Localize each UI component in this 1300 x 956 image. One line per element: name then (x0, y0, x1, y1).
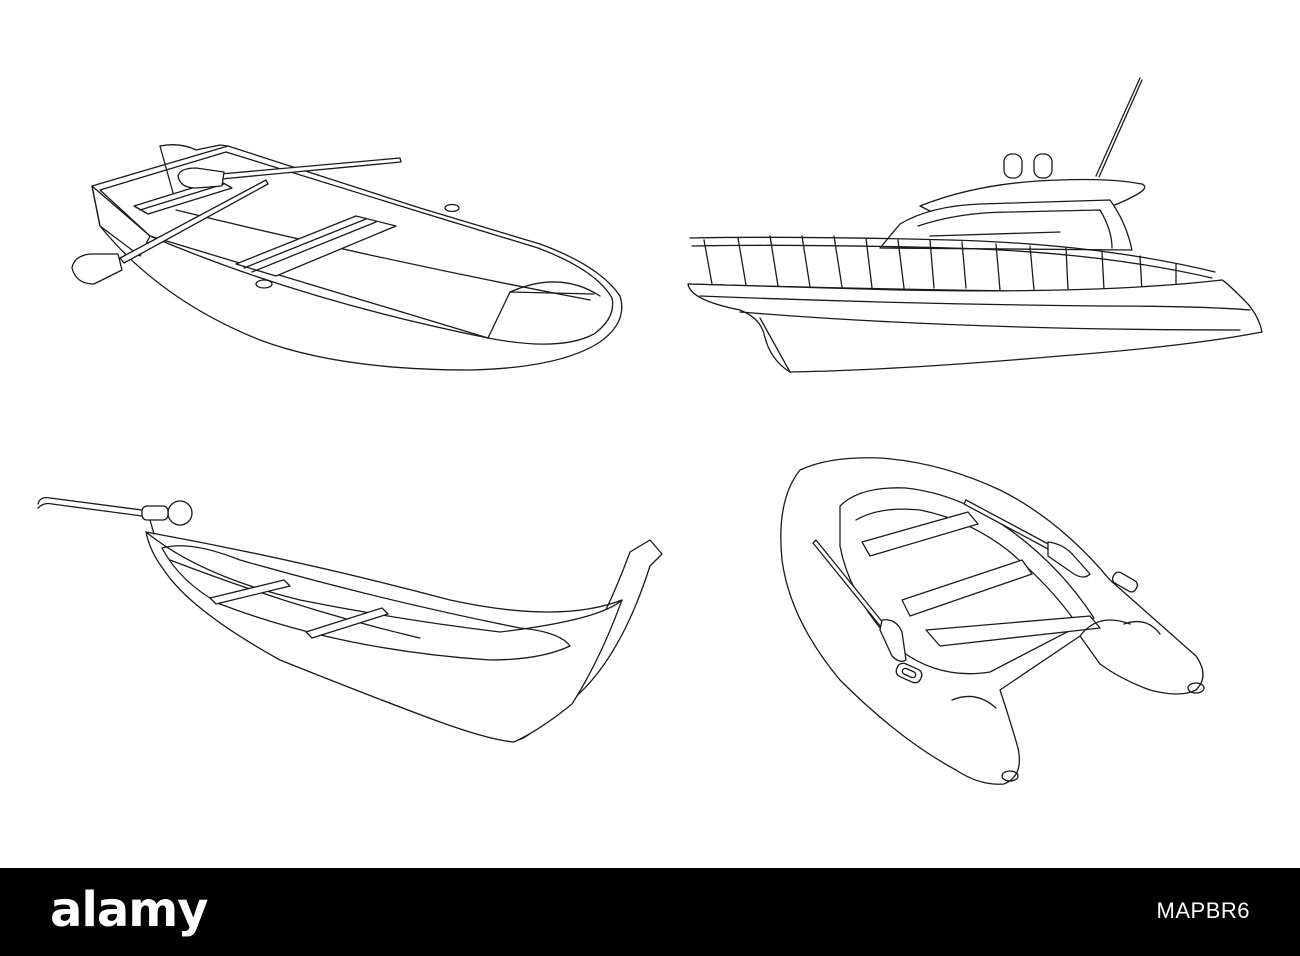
longtail-boat-icon (37, 496, 663, 743)
rowboat-with-oars-icon (71, 144, 623, 371)
motor-yacht-icon (687, 77, 1263, 373)
inflatable-dinghy-icon (780, 457, 1205, 785)
watermark-footer: alamy MAPBR6 (0, 868, 1300, 956)
illustration-canvas (37, 77, 1263, 785)
alamy-logo: alamy (50, 882, 209, 938)
boats-line-art (37, 77, 1263, 785)
image-id-label: MAPBR6 (1156, 898, 1250, 923)
